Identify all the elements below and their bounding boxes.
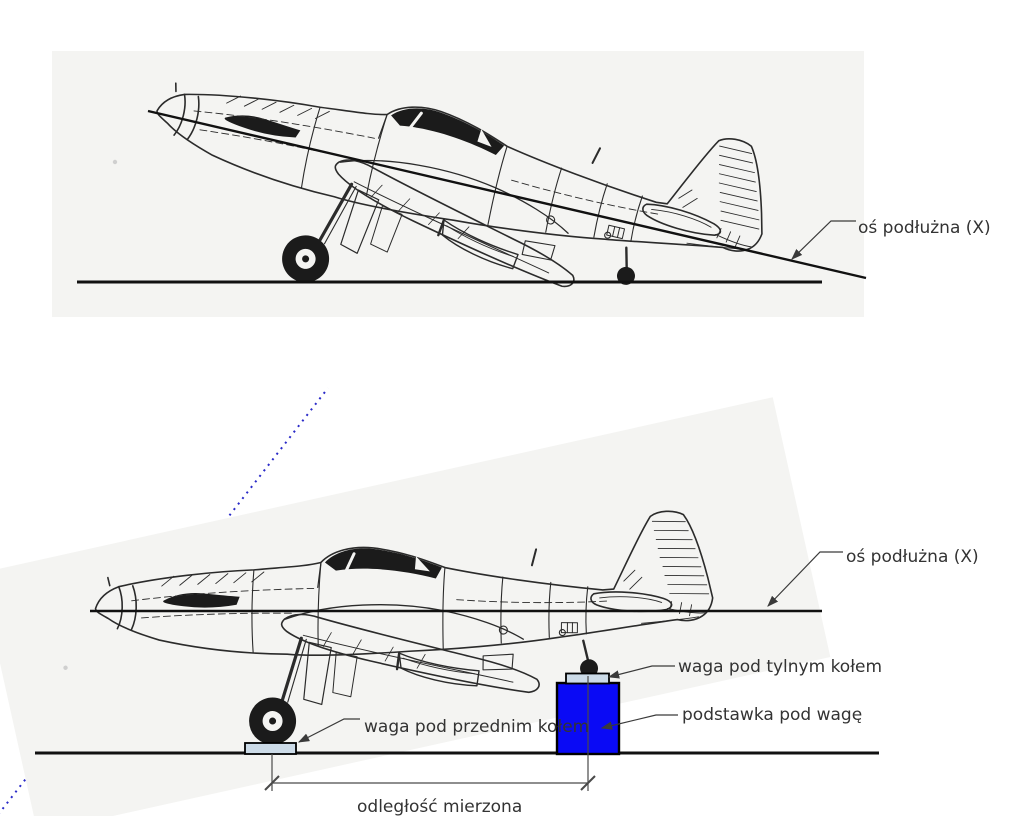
dimension-tick-left — [264, 775, 280, 791]
measured-distance-dimension — [264, 676, 596, 791]
bottom-scan-image-rotated — [0, 356, 846, 816]
top-figure — [50, 9, 867, 383]
top-axis-leader-line — [791, 220, 856, 260]
front-scale-leader-line — [297, 718, 360, 743]
bottom-axis-leader-line — [767, 551, 843, 607]
top-scan-image — [50, 9, 866, 383]
stand-leader-line — [600, 714, 678, 730]
top-longitudinal-axis-line — [147, 109, 867, 280]
dimension-tick-right — [580, 775, 596, 791]
leader-lines — [297, 551, 843, 743]
front-scale-label: waga pod przednim kołem — [364, 717, 590, 737]
rear-scale-label: waga pod tylnym kołem — [678, 657, 883, 677]
rear-scale-leader-line — [607, 665, 675, 679]
front-wheel-scale — [244, 742, 297, 755]
top-axis-label: oś podłużna (X) — [858, 218, 991, 238]
stand-label: podstawka pod wagę — [682, 705, 863, 725]
bottom-axis-label: oś podłużna (X) — [846, 547, 979, 567]
measured-distance-label: odległość mierzona — [357, 797, 523, 816]
bottom-figure — [0, 356, 879, 816]
